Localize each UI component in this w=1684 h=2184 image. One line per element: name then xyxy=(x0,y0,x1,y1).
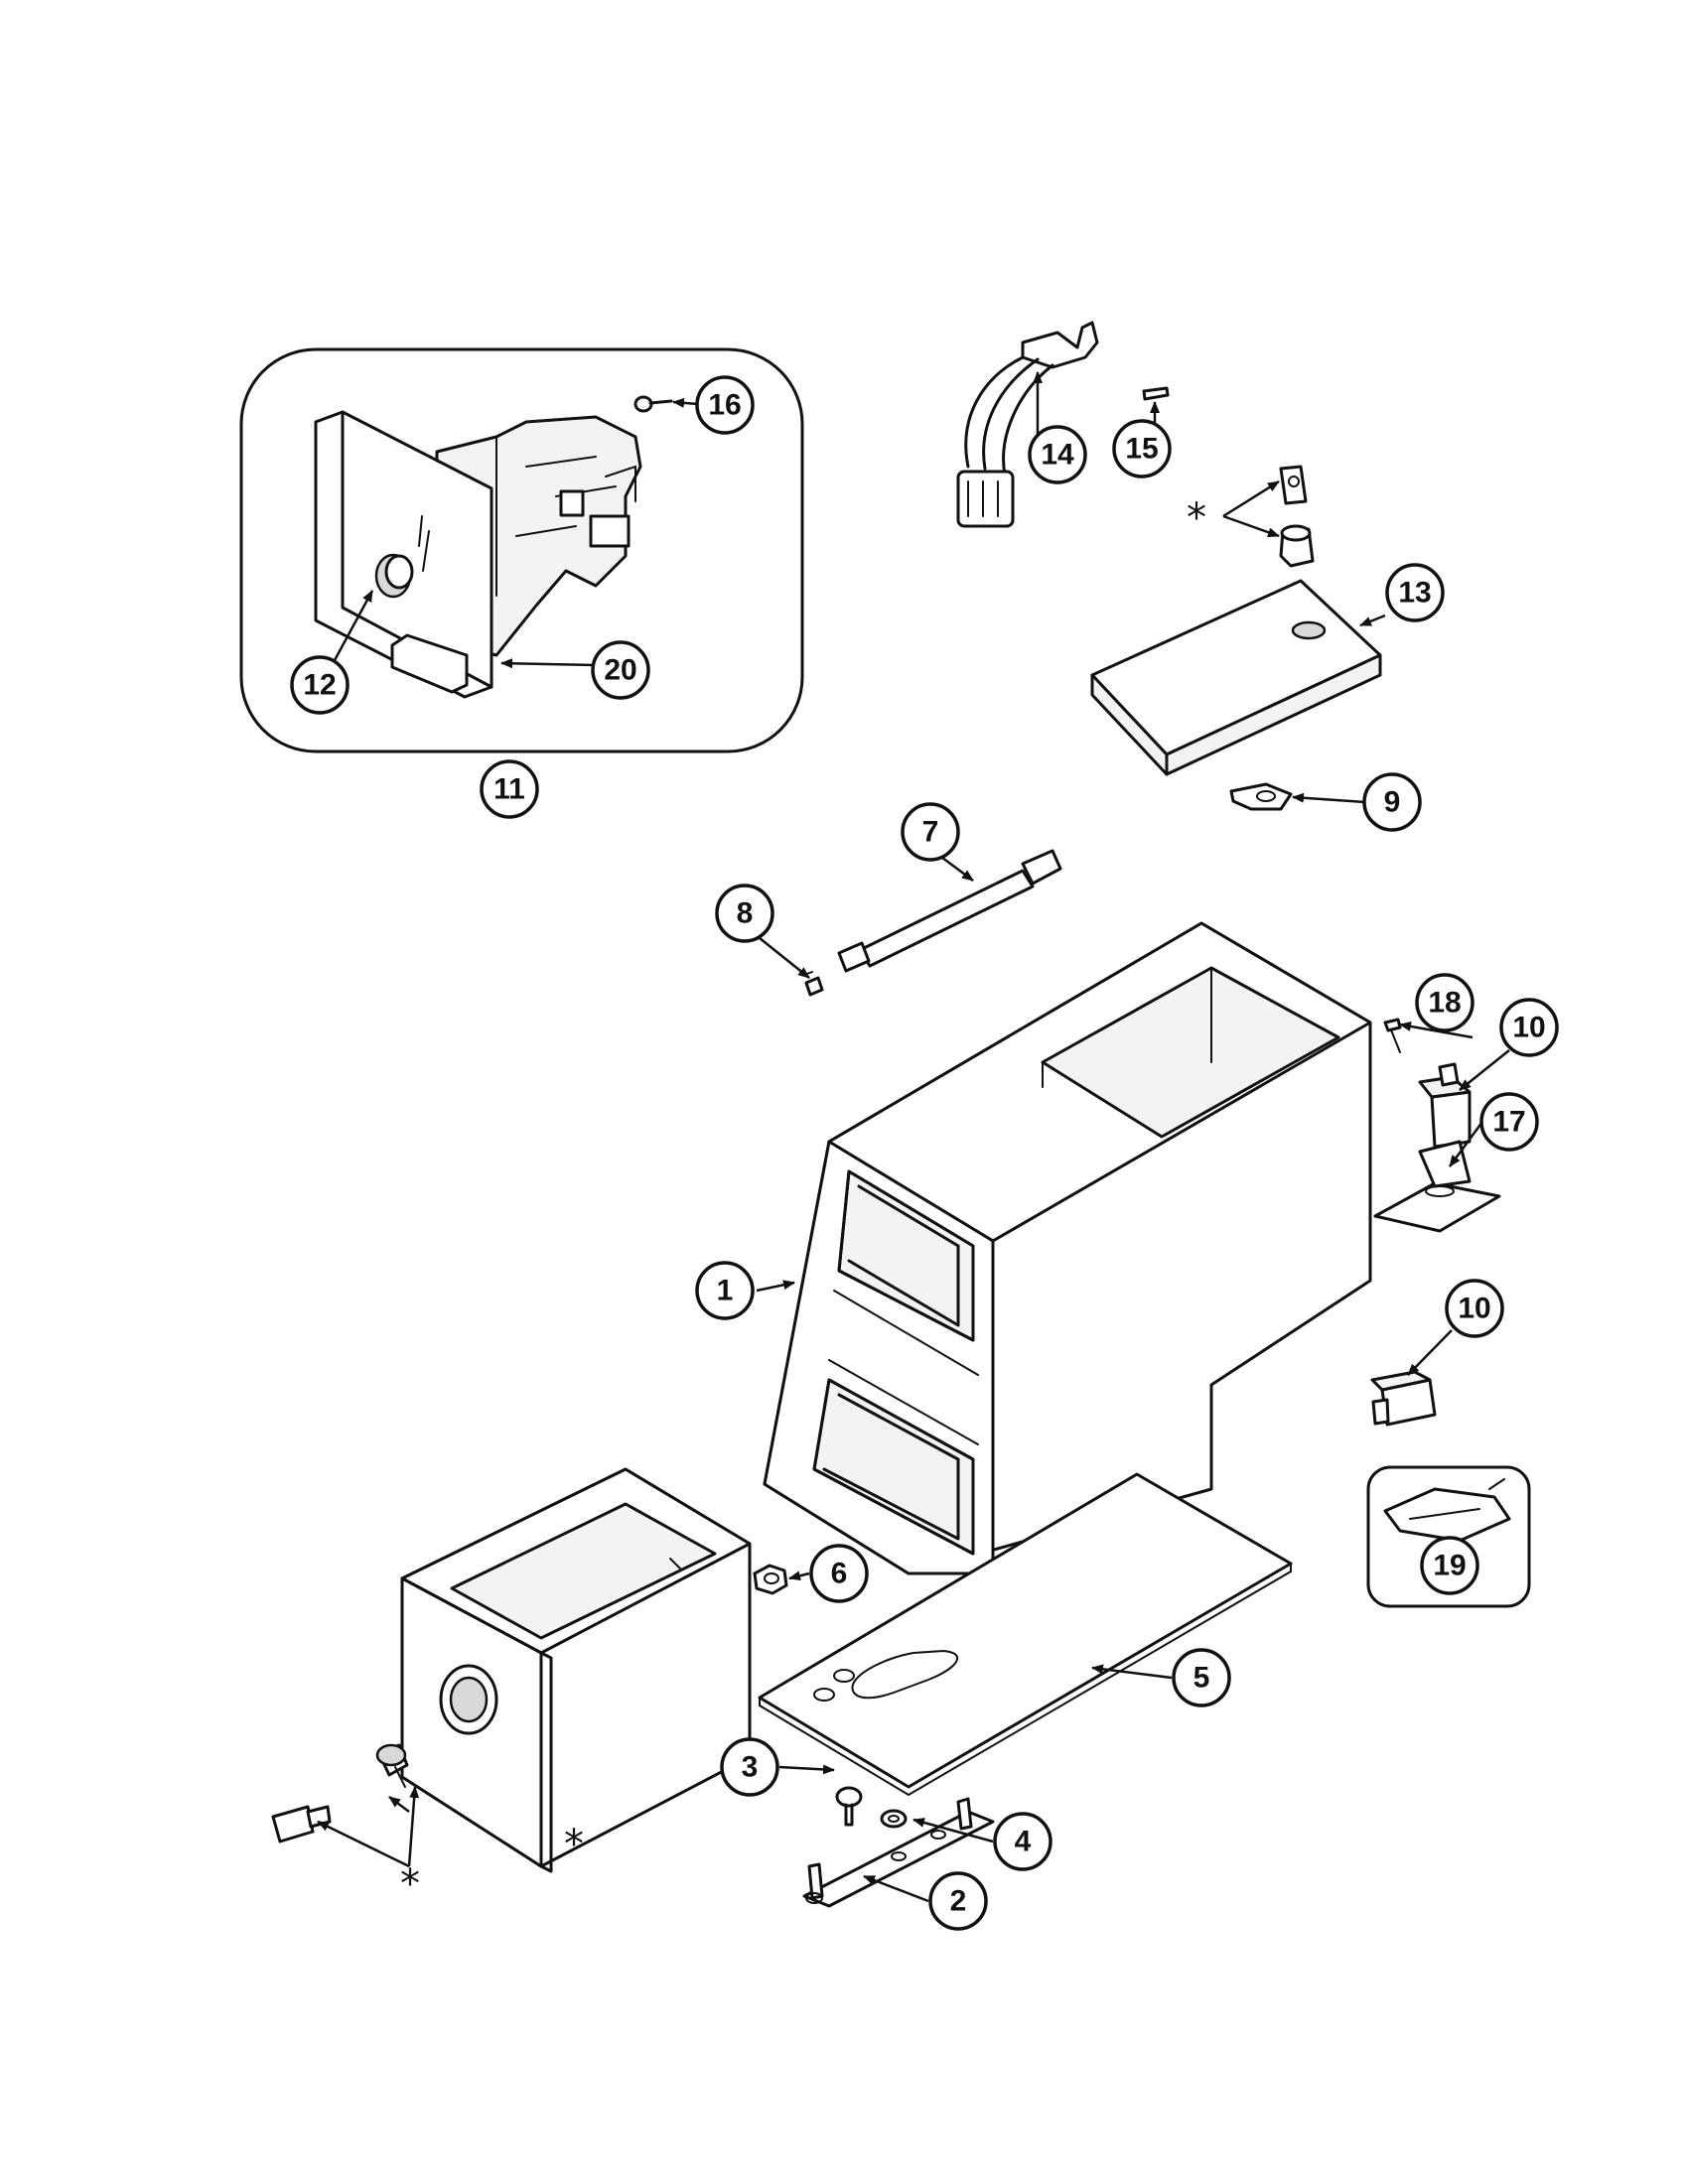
part-7-rod xyxy=(837,849,1062,973)
callout-label: 7 xyxy=(922,816,939,849)
part-16-screw xyxy=(633,395,673,413)
callout-label: 13 xyxy=(1398,577,1431,610)
callout-19: 19 xyxy=(1420,1536,1479,1595)
callout-1: 1 xyxy=(695,1261,755,1320)
callout-17: 17 xyxy=(1479,1092,1539,1152)
asterisk-marker-top: * xyxy=(1187,495,1206,541)
part-17-bracket xyxy=(1373,1140,1501,1233)
callout-13: 13 xyxy=(1385,563,1445,622)
callout-label: 12 xyxy=(303,669,336,702)
callout-10-upper: 10 xyxy=(1499,998,1559,1057)
part-6-nut xyxy=(753,1564,788,1595)
callout-14: 14 xyxy=(1028,425,1087,484)
callout-2: 2 xyxy=(928,1871,988,1931)
callout-6: 6 xyxy=(809,1544,869,1603)
part-9-clip xyxy=(1229,782,1293,811)
callout-8: 8 xyxy=(715,884,774,943)
callout-label: 5 xyxy=(1193,1662,1210,1695)
part-5-base-plate xyxy=(758,1472,1293,1797)
callout-label: 2 xyxy=(950,1885,967,1918)
callout-20: 20 xyxy=(591,640,650,700)
part-12-knob xyxy=(374,553,414,599)
callout-label: 8 xyxy=(737,897,754,930)
callout-5: 5 xyxy=(1172,1648,1231,1707)
callout-12: 12 xyxy=(290,655,350,715)
callout-9: 9 xyxy=(1362,772,1422,832)
callout-4: 4 xyxy=(993,1812,1052,1871)
callout-label: 15 xyxy=(1125,433,1158,466)
callout-label: 10 xyxy=(1458,1293,1490,1325)
callout-15: 15 xyxy=(1112,419,1172,478)
callout-10-lower: 10 xyxy=(1445,1279,1504,1338)
assembly-11-frame xyxy=(239,347,804,753)
callout-label: 14 xyxy=(1041,439,1074,472)
callout-18: 18 xyxy=(1415,973,1474,1032)
fitting-bottom-left xyxy=(375,1743,409,1788)
callout-label: 9 xyxy=(1384,786,1401,819)
callout-label: 11 xyxy=(493,773,525,806)
part-13-cover-plate xyxy=(1090,579,1382,776)
callout-7: 7 xyxy=(901,802,960,862)
asterisk-marker-bottom: * xyxy=(400,1861,420,1907)
part-3-bolt xyxy=(835,1786,863,1827)
part-4-washer xyxy=(880,1809,908,1829)
callout-11: 11 xyxy=(480,759,539,819)
callout-label: 10 xyxy=(1512,1012,1545,1044)
asterisk-marker-drawer: * xyxy=(564,1822,584,1867)
callout-label: 16 xyxy=(708,389,741,422)
part-18-screw xyxy=(1383,1018,1402,1053)
part-10-switch-upper xyxy=(1418,1062,1472,1149)
part-1-cabinet xyxy=(763,921,1372,1575)
callout-label: 4 xyxy=(1015,1826,1032,1858)
callout-3: 3 xyxy=(720,1737,779,1797)
terminal-and-grommet xyxy=(1279,465,1315,568)
callout-label: 3 xyxy=(742,1751,759,1784)
callout-16: 16 xyxy=(695,375,755,435)
callout-label: 20 xyxy=(604,654,636,687)
callout-label: 6 xyxy=(831,1558,848,1590)
part-2-bracket xyxy=(802,1797,995,1908)
callout-label: 17 xyxy=(1492,1106,1525,1139)
callout-label: 18 xyxy=(1428,987,1461,1020)
part-15-pin xyxy=(1142,386,1170,401)
part-10-switch-lower xyxy=(1370,1370,1437,1427)
drawer-bucket xyxy=(400,1467,752,1873)
callout-label: 1 xyxy=(717,1275,734,1307)
control-face-plate xyxy=(314,410,493,699)
part-19-frame xyxy=(1366,1465,1531,1608)
callout-label: 19 xyxy=(1433,1550,1466,1582)
part-14-wire-harness xyxy=(956,321,1099,528)
